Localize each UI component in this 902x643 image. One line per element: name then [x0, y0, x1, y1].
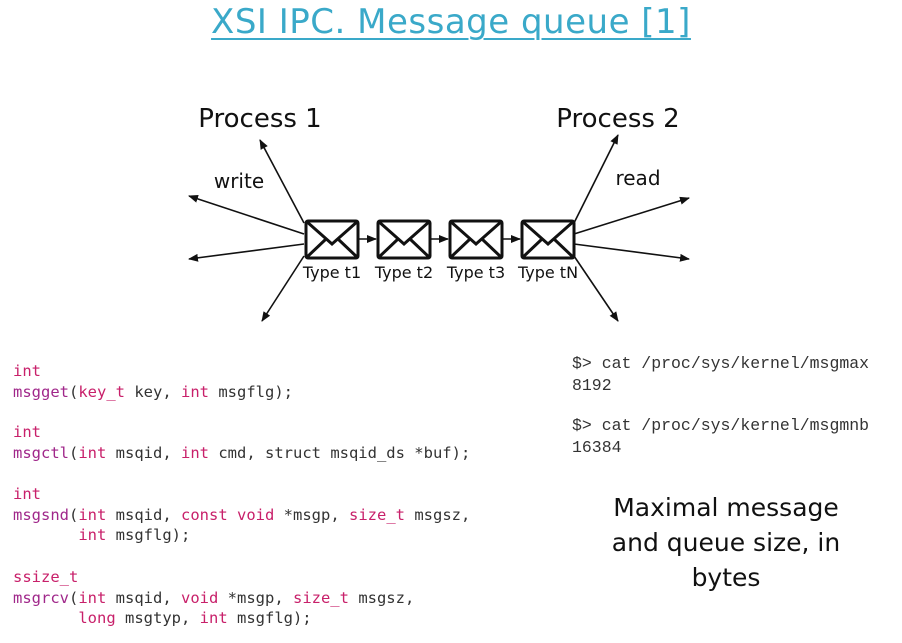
- arrow-left-2: [188, 195, 305, 235]
- code-text: msgflg);: [227, 609, 312, 628]
- code-text: cmd, struct msqid_ds *buf);: [209, 443, 471, 462]
- envelope-icon: [448, 219, 504, 260]
- envelope-icon: [376, 219, 432, 260]
- code-text: msqid,: [106, 443, 181, 462]
- code-text: (: [69, 588, 79, 607]
- return-type: ssize_t: [13, 568, 79, 586]
- return-type: int: [13, 485, 41, 503]
- msgsnd-signature: int msgsnd(int msqid, const void *msgp, …: [13, 484, 470, 546]
- code-text: key,: [125, 382, 182, 401]
- envelope-icon: [304, 219, 360, 260]
- msgget-signature: int msgget(key_t key, int msgflg);: [13, 361, 293, 402]
- size-note: Maximal message and queue size, in bytes: [611, 493, 841, 592]
- return-type: int: [13, 423, 41, 441]
- message-type-label: Type t2: [374, 263, 433, 282]
- code-keyword: size_t: [349, 505, 405, 524]
- msgrcv-signature: ssize_t msgrcv(int msqid, void *msgp, si…: [13, 567, 414, 629]
- arrow-right-3: [573, 243, 690, 262]
- arrow-right-4: [573, 255, 619, 322]
- code-text: msqid,: [106, 588, 181, 607]
- code-text: msgflg);: [209, 382, 294, 401]
- arrow-left-3: [188, 243, 305, 262]
- function-name: msgsnd: [13, 505, 69, 524]
- right-arrows: [573, 134, 690, 322]
- return-type: int: [13, 362, 41, 380]
- left-arrows: [188, 139, 305, 322]
- shell-command: $> cat /proc/sys/kernel/msgmax: [572, 354, 870, 373]
- message-queue-diagram: Process 1 Process 2 write read: [188, 104, 690, 322]
- code-keyword: int: [199, 609, 228, 628]
- function-name: msgrcv: [13, 588, 69, 607]
- code-text: (: [69, 443, 79, 462]
- code-keyword: const: [181, 505, 228, 524]
- code-text: msgsz,: [348, 588, 415, 607]
- shell-result: 8192: [572, 375, 612, 395]
- code-text: (: [69, 505, 79, 524]
- arrow-left-4: [261, 255, 305, 322]
- code-text: msgtyp,: [115, 609, 200, 628]
- code-text: msgflg);: [106, 526, 191, 545]
- shell-result: 16384: [572, 437, 622, 457]
- shell-output: $> cat /proc/sys/kernel/msgmax 8192 $> cat…: [572, 353, 869, 458]
- code-text: [13, 609, 78, 627]
- code-text: *msgp,: [218, 588, 293, 607]
- code-keyword: key_t: [78, 382, 126, 401]
- code-text: msgsz,: [405, 505, 471, 524]
- code-keyword: size_t: [292, 588, 349, 607]
- code-keyword: int: [78, 505, 107, 524]
- code-keyword: long: [78, 609, 116, 628]
- read-label: read: [615, 166, 660, 190]
- code-text: [228, 506, 237, 524]
- code-text: msqid,: [106, 505, 181, 524]
- code-keyword: int: [181, 443, 209, 462]
- code-keyword: void: [237, 505, 275, 524]
- message-type-label: Type t3: [446, 263, 505, 282]
- message-type-label: Type t1: [302, 263, 361, 282]
- arrow-right-1: [573, 134, 619, 224]
- code-text: [13, 526, 78, 544]
- process-1-label: Process 1: [198, 104, 321, 134]
- arrow-right-2: [573, 196, 690, 235]
- code-keyword: void: [181, 588, 219, 607]
- function-name: msgget: [13, 382, 69, 401]
- slide-title: XSI IPC. Message queue [1]: [211, 2, 691, 42]
- code-keyword: int: [78, 443, 107, 462]
- code-text: *msgp,: [274, 505, 349, 524]
- function-name: msgctl: [13, 443, 69, 462]
- code-keyword: int: [181, 382, 210, 401]
- code-text: (: [69, 382, 79, 401]
- arrow-left-1: [259, 139, 305, 224]
- process-2-label: Process 2: [556, 104, 679, 134]
- shell-command: $> cat /proc/sys/kernel/msgmnb: [572, 416, 870, 435]
- envelope-icon: [520, 219, 576, 260]
- code-keyword: int: [78, 588, 107, 607]
- msgctl-signature: int msgctl(int msqid, int cmd, struct ms…: [13, 422, 470, 463]
- message-type-label: Type tN: [517, 263, 578, 282]
- write-label: write: [214, 169, 264, 193]
- code-keyword: int: [78, 526, 107, 545]
